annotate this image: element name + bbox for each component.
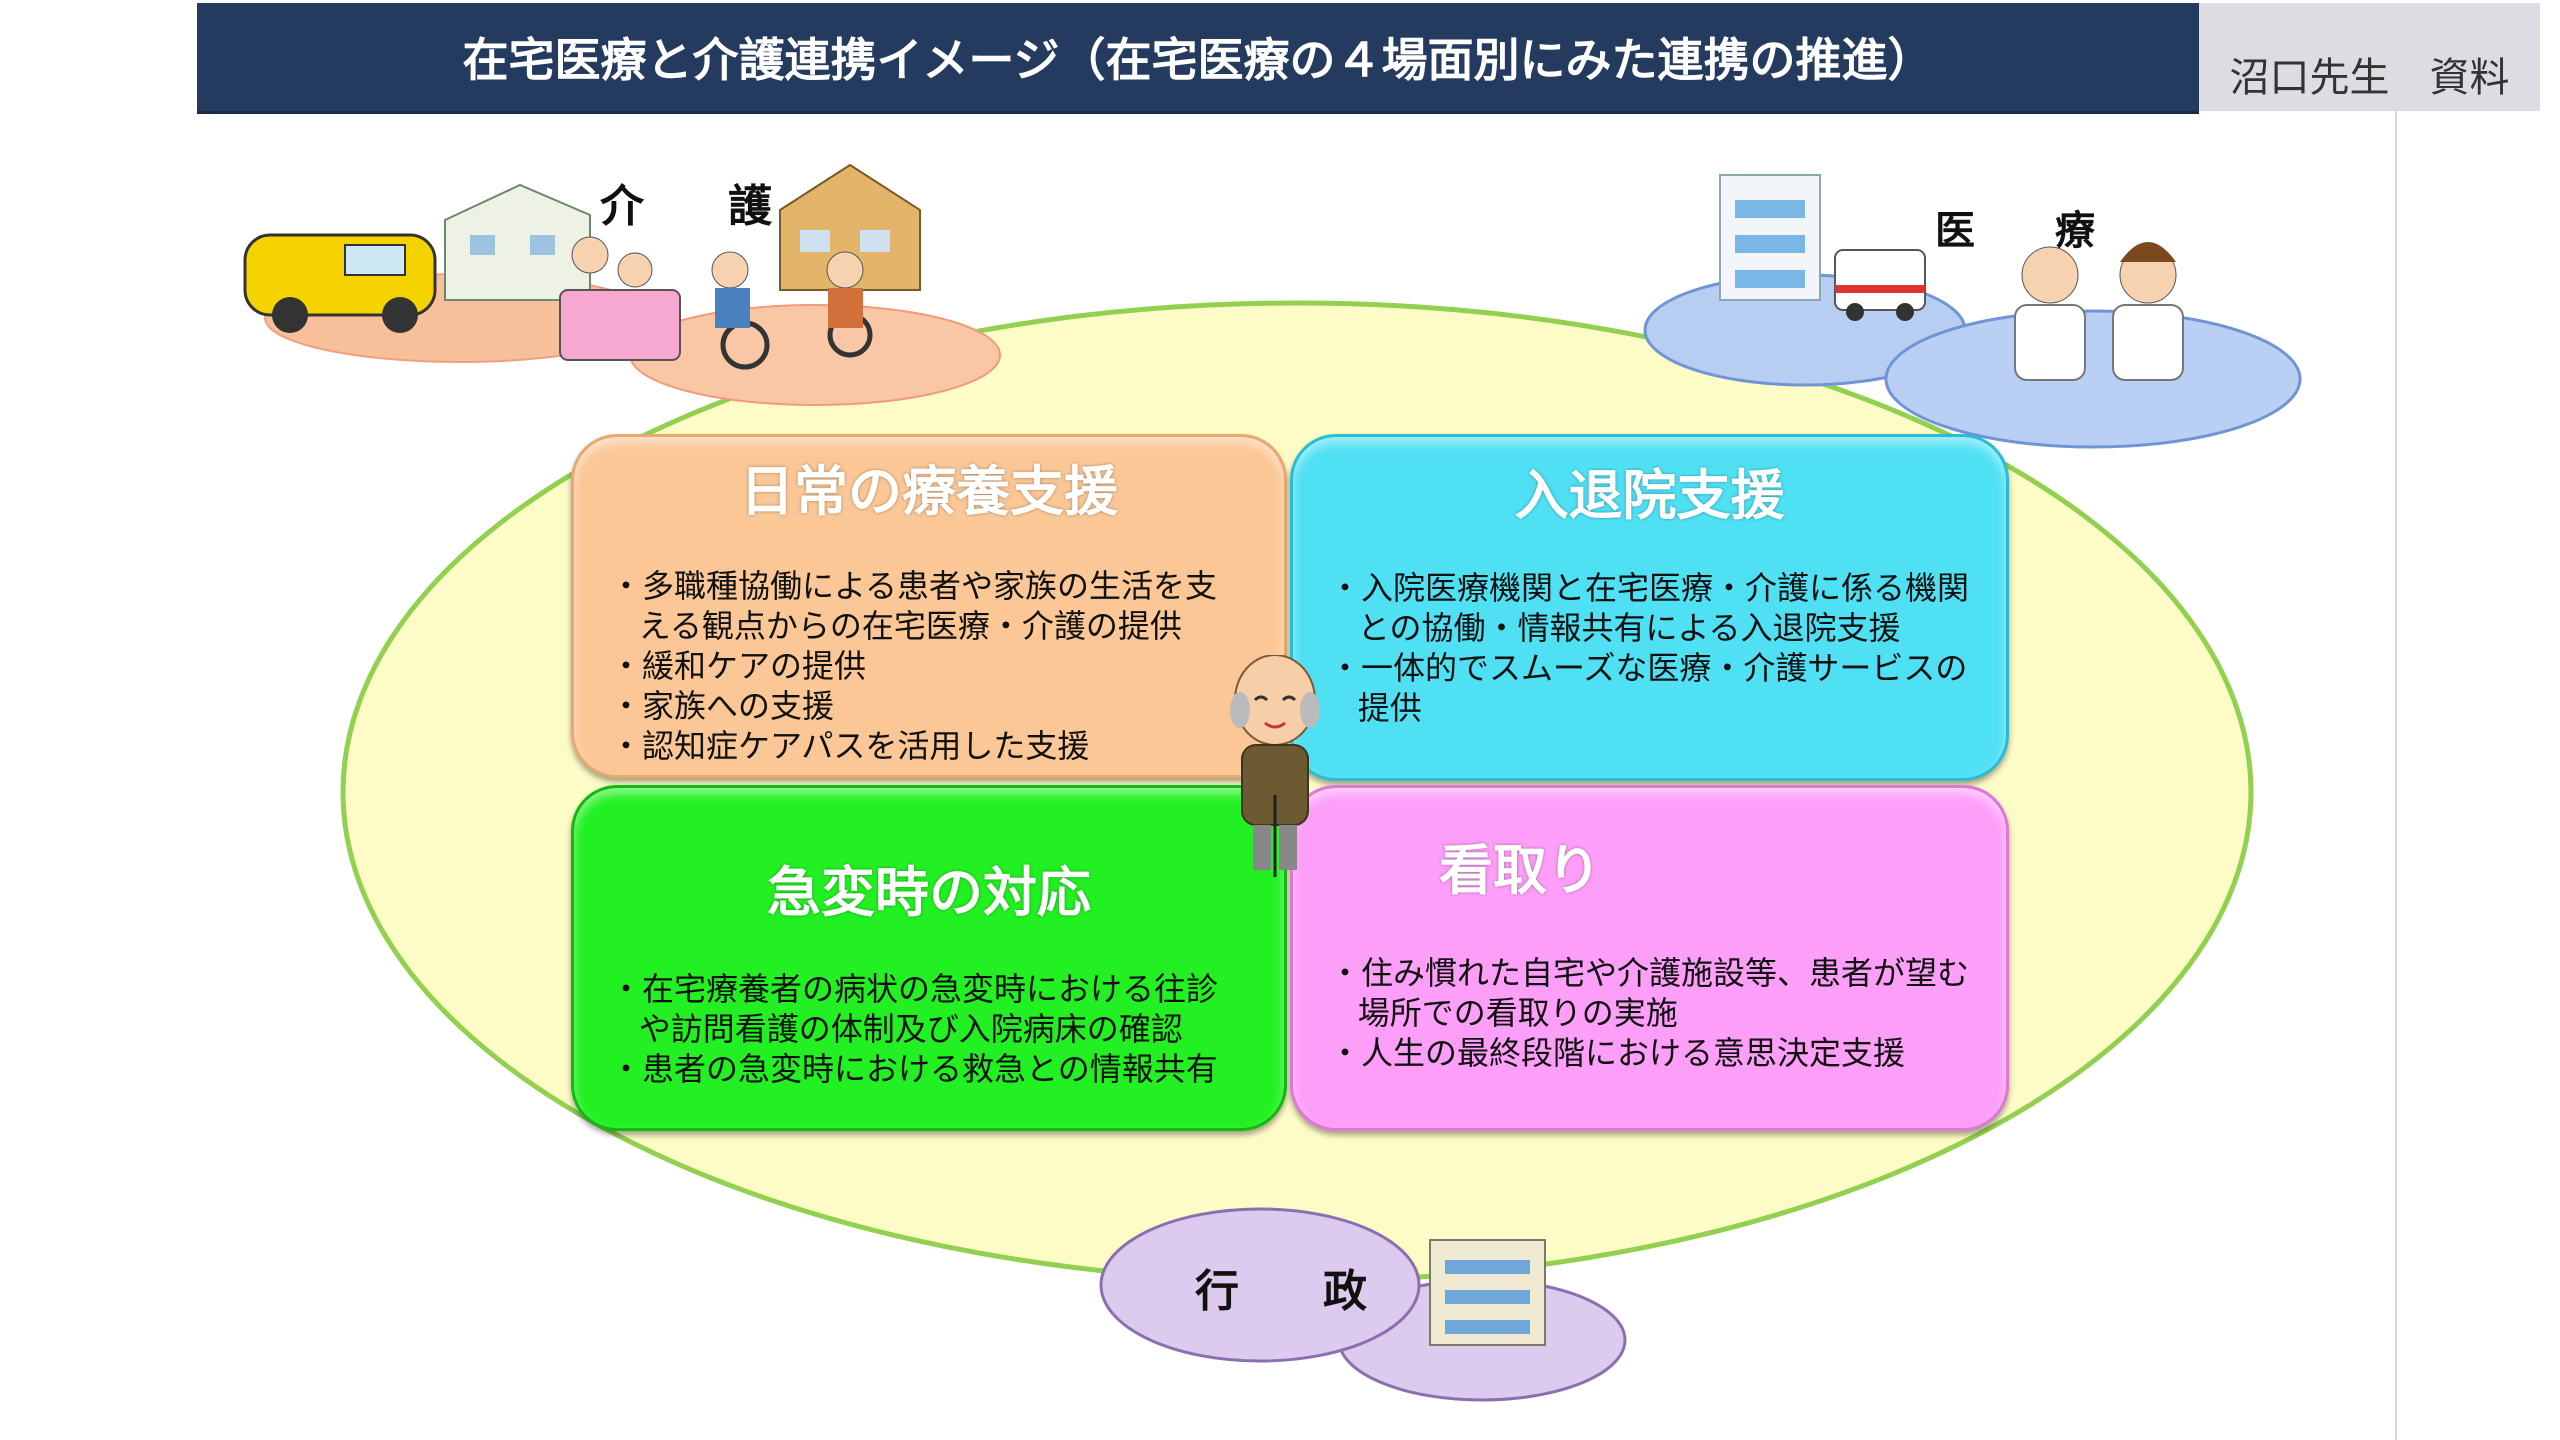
quadrant-title: 急変時の対応 xyxy=(767,861,1091,924)
hospital-icon xyxy=(1719,174,1821,301)
quadrant-title: 入退院支援 xyxy=(1514,464,1785,527)
government-ellipse xyxy=(1099,1207,1421,1363)
care-facility-icon xyxy=(779,163,921,291)
source-label: 沼口先生 資料 xyxy=(2199,3,2540,111)
government-building-icon xyxy=(1429,1239,1546,1346)
list-item: 家族への支援 xyxy=(610,686,1248,726)
quadrant-admission-discharge: 入退院支援 入院医療機関と在宅医療・介護に係る機関との協働・情報共有による入退院… xyxy=(1290,434,2009,781)
house-icon xyxy=(444,183,591,301)
list-item: 一体的でスムーズな医療・介護サービスの提供 xyxy=(1329,648,1970,728)
quadrant-end-of-life: 看取り 住み慣れた自宅や介護施設等、患者が望む場所での看取りの実施 人生の最終段… xyxy=(1290,785,2009,1131)
doctor-icon xyxy=(2014,242,2184,381)
care-label: 介 護 xyxy=(600,181,792,232)
list-item: 入院医療機関と在宅医療・介護に係る機関との協働・情報共有による入退院支援 xyxy=(1329,568,1970,648)
care-ellipse xyxy=(629,304,1001,406)
divider xyxy=(2395,111,2397,1440)
list-item: 住み慣れた自宅や介護施設等、患者が望む場所での看取りの実施 xyxy=(1329,953,1970,1033)
caregiver-bath-icon xyxy=(559,236,681,361)
elderly-man-icon xyxy=(1230,655,1320,877)
list-item: 多職種協働による患者や家族の生活を支える観点からの在宅医療・介護の提供 xyxy=(610,566,1248,646)
quadrant-emergency: 急変時の対応 在宅療養者の病状の急変時における往診や訪問看護の体制及び入院病床の… xyxy=(571,785,1287,1131)
list-item: 緩和ケアの提供 xyxy=(610,646,1248,686)
medical-ellipse xyxy=(1884,309,2302,449)
list-item: 患者の急変時における救急との情報共有 xyxy=(610,1049,1248,1089)
list-item: 人生の最終段階における意思決定支援 xyxy=(1329,1033,1970,1073)
ambulance-icon xyxy=(1834,249,1926,321)
government-label: 行 政 xyxy=(1195,1266,1387,1317)
list-item: 認知症ケアパスを活用した支援 xyxy=(610,726,1248,766)
medical-label: 医 療 xyxy=(1935,208,2115,254)
quadrant-title: 看取り xyxy=(1439,839,1601,902)
page-title: 在宅医療と介護連携イメージ（在宅医療の４場面別にみた連携の推進） xyxy=(197,3,2199,114)
van-icon xyxy=(243,233,437,333)
quadrant-title: 日常の療養支援 xyxy=(740,460,1118,523)
wheelchair-icon xyxy=(711,251,873,370)
list-item: 在宅療養者の病状の急変時における往診や訪問看護の体制及び入院病床の確認 xyxy=(610,969,1248,1049)
quadrant-daily-care: 日常の療養支援 多職種協働による患者や家族の生活を支える観点からの在宅医療・介護… xyxy=(571,434,1287,778)
